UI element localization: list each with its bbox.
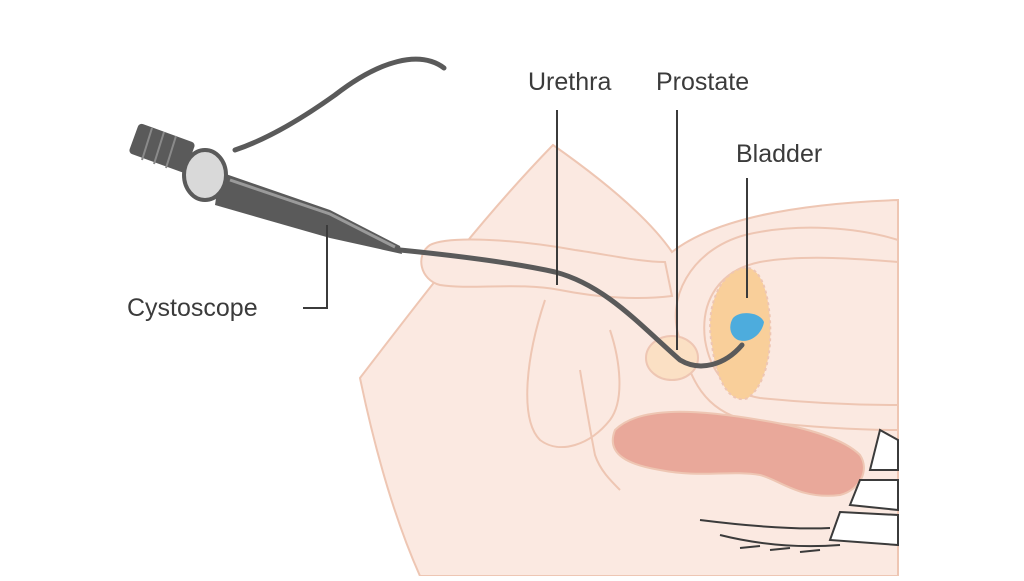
labels: Urethra Prostate Bladder Cystoscope [127,68,822,322]
rectum [611,410,865,497]
scrotum [526,299,621,449]
label-cystoscope: Cystoscope [127,294,258,322]
label-bladder: Bladder [736,140,822,168]
cystoscope-shaft [215,172,402,254]
bladder-fluid [730,313,764,341]
label-prostate: Prostate [656,68,749,96]
cystoscope-eyepiece [129,123,195,173]
cystoscope-tube [397,247,745,369]
prostate-gland [645,335,699,381]
label-urethra: Urethra [528,68,611,96]
spine [699,428,899,553]
cystoscope-cable [232,56,447,153]
cystoscope [129,56,745,369]
perineum-line [579,369,621,491]
cystoscope-connector [182,148,228,202]
leader-lines [303,110,748,350]
anatomy [358,143,899,577]
cystoscope-leader [303,225,328,309]
